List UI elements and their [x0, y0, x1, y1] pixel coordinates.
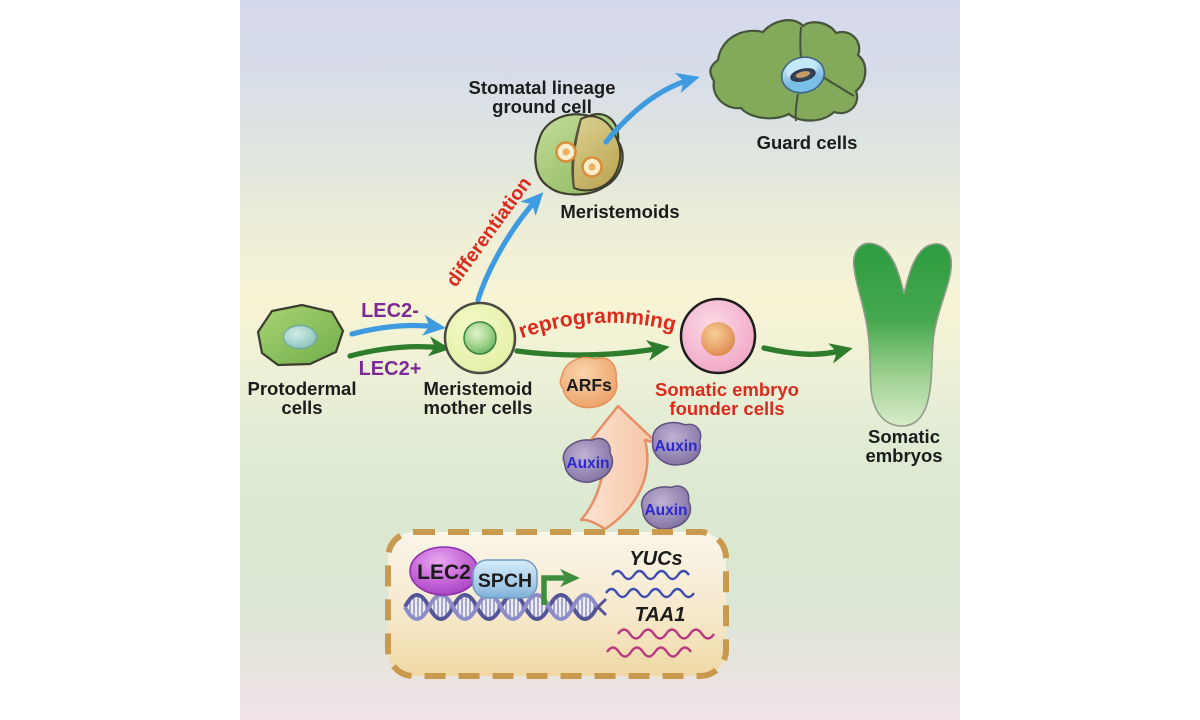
- meristemoid-nuclei: [555, 141, 603, 178]
- auxin-label: Auxin: [644, 502, 687, 519]
- stomatal-lineage-label-line1: Stomatal lineage: [468, 77, 615, 98]
- meristemoids-cell-illustration: [534, 113, 624, 196]
- yucs-transcript-waves: [605, 569, 695, 599]
- arrow-lec2-plus: [347, 336, 451, 359]
- auxin-blob: [651, 421, 702, 466]
- arrow-meristemoids-to-guard: [603, 72, 700, 145]
- lec2-plus-label: LEC2+: [359, 358, 422, 380]
- mother-cell-nucleus: [463, 321, 497, 355]
- yucs-gene-label: YUCs: [629, 548, 682, 570]
- diagram-svg: Stomatal lineage ground cell Guard cells…: [248, 19, 953, 679]
- meristemoids-label: Meristemoids: [560, 201, 679, 222]
- taa1-transcript-waves: [606, 628, 715, 658]
- auxin-blob: [562, 437, 614, 483]
- transcription-start-arrow: [541, 568, 580, 605]
- protodermal-label-line1: Protodermal: [248, 378, 357, 399]
- arrow-lec2-minus: [349, 314, 446, 337]
- arrow-founder-to-embryo: [761, 343, 853, 364]
- taa1-gene-label: TAA1: [635, 604, 686, 626]
- somatic-embryo-illustration: [852, 242, 953, 427]
- protodermal-cell-illustration: [256, 303, 345, 367]
- stomatal-lineage-label-line2: ground cell: [492, 96, 592, 117]
- founder-cell-illustration: [679, 297, 757, 375]
- founder-cell-nucleus: [701, 322, 735, 356]
- reprogramming-label-text: reprogramming: [516, 305, 679, 344]
- lec2-protein-label: LEC2: [417, 561, 471, 584]
- meristemoid-mother-label-line2: mother cells: [424, 397, 533, 418]
- arfs-blob: [559, 356, 618, 409]
- lec2-minus-label: LEC2-: [361, 300, 419, 322]
- protodermal-nucleus: [282, 324, 318, 350]
- meristemoid-mother-cell-illustration: [443, 301, 517, 375]
- meristemoid-mother-label-line1: Meristemoid: [424, 378, 533, 399]
- guard-cells-illustration: [709, 19, 867, 122]
- guard-cell-seams: [794, 26, 855, 122]
- auxin-blob: [640, 485, 692, 530]
- dna-helix-icon: [403, 593, 608, 621]
- reprogramming-label: reprogramming: [516, 305, 679, 344]
- somatic-embryos-label-line1: Somatic: [868, 426, 940, 447]
- spch-protein-label: SPCH: [478, 570, 532, 592]
- protodermal-label-line2: cells: [281, 397, 322, 418]
- spch-protein-shape: [472, 559, 538, 599]
- auxin-label: Auxin: [654, 438, 697, 455]
- somatic-embryos-label-line2: embryos: [865, 445, 942, 466]
- diagram-canvas: Stomatal lineage ground cell Guard cells…: [240, 0, 960, 720]
- arfs-label: ARFs: [566, 375, 612, 395]
- arrow-mother-to-meristemoids: [475, 192, 544, 303]
- founder-label-line2: founder cells: [669, 398, 784, 419]
- auxin-label: Auxin: [566, 455, 609, 472]
- guard-cells-label: Guard cells: [757, 132, 858, 153]
- arrow-reprogramming: [514, 340, 670, 361]
- auxin-blobs: [562, 421, 702, 530]
- founder-label-line1: Somatic embryo: [655, 379, 799, 400]
- stoma-icon: [780, 56, 826, 94]
